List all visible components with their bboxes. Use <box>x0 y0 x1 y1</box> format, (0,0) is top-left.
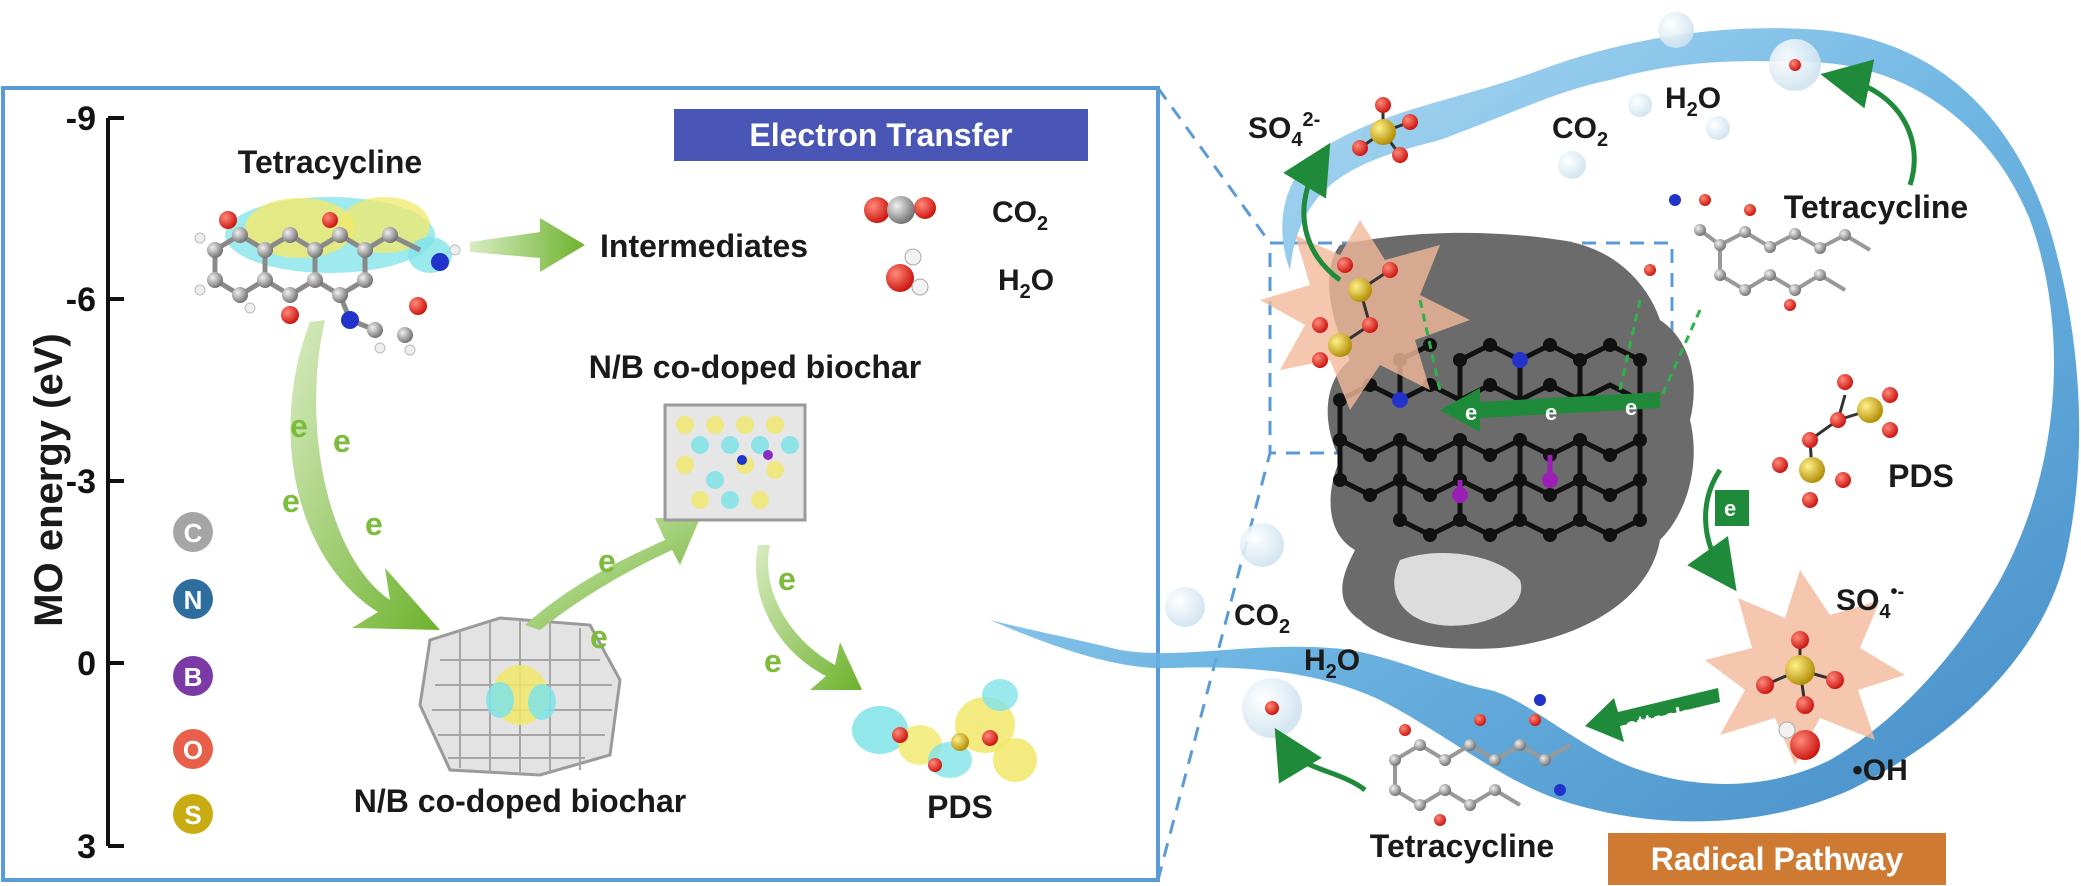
y-tick-label: -3 <box>66 463 96 501</box>
bond-dashes <box>1418 299 1702 401</box>
hydroxyl-radical: •OH <box>1778 721 1908 787</box>
arrow-to-bottom-biochar <box>290 320 440 630</box>
electron-transfer-title: Electron Transfer <box>749 117 1012 153</box>
legend-letter: S <box>184 800 201 830</box>
electron-transfer-banner: Electron Transfer <box>674 109 1088 161</box>
co2-bottom-label: CO2 <box>1234 599 1290 638</box>
attack-arrow: attack <box>1585 688 1720 742</box>
legend-dot-oxygen <box>173 729 213 769</box>
arrow-to-top-biochar <box>525 518 700 630</box>
electron-label: e <box>1545 400 1557 425</box>
legend-dot-sulfur <box>173 794 213 834</box>
electron-label: e <box>598 543 616 579</box>
electron-label: e <box>365 506 383 542</box>
y-tick-label: -6 <box>66 281 96 319</box>
electron-label: e <box>1465 400 1477 425</box>
tetracycline-molecule-bottom <box>1389 694 1572 826</box>
tetracycline-orbital-model: Tetracycline <box>194 144 461 356</box>
arrow-to-pds <box>755 545 862 690</box>
electron-label: e <box>778 561 796 597</box>
bubbles <box>1165 12 1821 738</box>
electron-label: e <box>282 483 300 519</box>
h2o-top-label: H2O <box>1665 82 1721 121</box>
arrow-to-intermediates <box>470 218 585 272</box>
electron-flow-arrow: e e e <box>1440 388 1660 432</box>
radical-burst-upper <box>1260 220 1470 410</box>
y-tick-label: 3 <box>77 828 96 866</box>
y-axis-label: MO energy (eV) <box>27 333 71 626</box>
legend-letter: C <box>184 518 203 548</box>
biochar-bottom-label: N/B co-doped biochar <box>354 783 686 819</box>
sulfate-label-top: SO42- <box>1248 109 1320 151</box>
radical-pathway-title: Radical Pathway <box>1651 841 1904 877</box>
co2-label: CO2 <box>992 196 1048 235</box>
radical-pathway-banner: Radical Pathway <box>1608 833 1946 885</box>
sulfate-ion-top: SO42- <box>1248 97 1418 163</box>
biochar-top-label: N/B co-doped biochar <box>589 349 921 385</box>
legend-dot-boron <box>173 656 213 696</box>
tetracycline-label: Tetracycline <box>238 144 422 180</box>
h2o-molecule-icon <box>886 248 929 296</box>
legend-letter: N <box>184 585 203 615</box>
legend-dot-carbon <box>173 512 213 552</box>
pds-orbital-model: PDS <box>852 679 1037 825</box>
sulfate-radical-label: SO4•- <box>1836 581 1904 623</box>
legend-dot-nitrogen <box>173 579 213 619</box>
intermediates-label: Intermediates <box>600 228 808 264</box>
electron-label: e <box>590 619 608 655</box>
tetracycline-molecule-top: Tetracycline <box>1644 189 1968 311</box>
electron-labels-left: e e e e e e e e <box>282 408 796 679</box>
y-tick-label: 0 <box>77 645 96 683</box>
y-axis: -9 -6 -3 0 3 MO energy (eV) <box>27 100 124 866</box>
co2-molecule-icon <box>864 196 936 224</box>
radical-burst-lower: SO4•- <box>1705 570 1905 765</box>
left-panel-frame <box>1 86 1160 882</box>
green-cycle-arrows <box>1274 59 1917 792</box>
biochar-sheet-bottom: N/B co-doped biochar <box>354 616 686 819</box>
electron-label: e <box>333 423 351 459</box>
pds-molecule-right: PDS <box>1772 374 1954 508</box>
h2o-label: H2O <box>998 264 1054 303</box>
tetracycline-top-label: Tetracycline <box>1784 189 1968 225</box>
pds-right-label: PDS <box>1888 458 1954 494</box>
electron-flag: e <box>1715 490 1749 526</box>
oh-radical-label: •OH <box>1852 754 1908 787</box>
element-legend: C N B O S <box>173 512 213 834</box>
biochar-sheet-top: N/B co-doped biochar <box>589 349 921 522</box>
pds-label: PDS <box>927 789 993 825</box>
tetracycline-bottom-label: Tetracycline <box>1370 828 1554 864</box>
electron-label: e <box>1625 395 1637 420</box>
electron-label: e <box>1724 496 1736 521</box>
attack-label: attack <box>1623 701 1691 739</box>
co2-top-label: CO2 <box>1552 112 1608 151</box>
electron-label: e <box>764 643 782 679</box>
water-swirl <box>990 28 2080 822</box>
legend-letter: B <box>184 662 203 692</box>
y-tick-label: -9 <box>66 100 96 138</box>
electron-label: e <box>290 408 308 444</box>
h2o-bottom-label: H2O <box>1304 644 1360 683</box>
legend-letter: O <box>183 735 203 765</box>
